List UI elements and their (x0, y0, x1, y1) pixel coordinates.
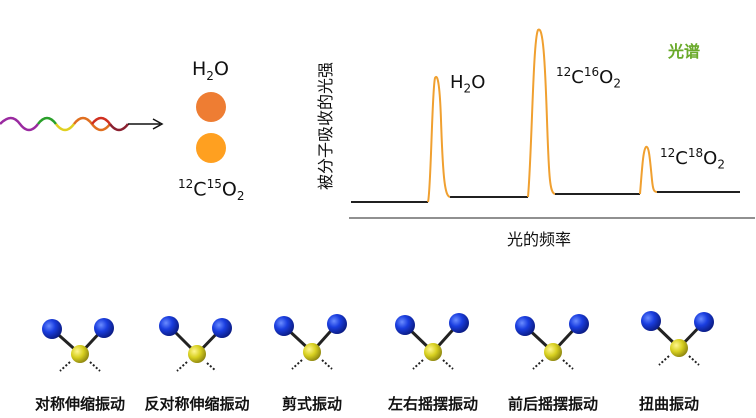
vibration-modes (42, 311, 714, 372)
vibration-mode-0 (42, 318, 114, 372)
vibration-mode-4 (515, 314, 589, 370)
vibration-mode-3 (395, 313, 469, 370)
motion-arrow-0 (291, 359, 303, 370)
center-atom (670, 339, 688, 357)
center-atom (544, 343, 562, 361)
motion-arrow-1 (688, 355, 700, 366)
light-wave (0, 116, 164, 132)
spectrum-y-label: 被分子吸收的光强 (316, 61, 335, 190)
motion-arrow-1 (206, 362, 217, 372)
peak-label-c12o18: 12C18O2 (660, 146, 725, 172)
mode-label-scissoring: 剪式振动 (281, 395, 343, 413)
spectrum-x-label: 光的频率 (507, 230, 572, 249)
motion-arrow-0 (532, 359, 544, 370)
peak-label-h2o: H2O (450, 72, 486, 96)
water-molecule-circle (196, 92, 226, 122)
outer-atom-left (159, 316, 179, 336)
co2-label: 12C15O2 (178, 177, 245, 204)
outer-atom-right (327, 314, 347, 334)
mode-label-twisting: 扭曲振动 (638, 395, 700, 413)
center-atom (424, 343, 442, 361)
peak-label-c12o16: 12C16O2 (556, 65, 621, 91)
motion-arrow-0 (412, 359, 424, 370)
motion-arrow-1 (562, 359, 574, 370)
vibration-mode-1 (159, 316, 232, 372)
outer-atom-left (42, 319, 62, 339)
spectrum-peak-0 (427, 75, 451, 203)
spectrum-trace (351, 28, 740, 203)
center-atom (71, 345, 89, 363)
motion-arrow-0 (176, 361, 188, 372)
center-atom (303, 343, 321, 361)
water-label: H2O (192, 58, 229, 83)
motion-arrow-0 (59, 361, 71, 372)
center-atom (188, 345, 206, 363)
outer-atom-left (515, 316, 535, 336)
outer-atom-right (212, 318, 232, 338)
motion-arrow-1 (442, 359, 454, 370)
mode-label-rocking: 左右摇摆振动 (387, 395, 479, 413)
outer-atom-right (94, 318, 114, 338)
motion-arrow-0 (658, 355, 670, 366)
outer-atom-right (694, 312, 714, 332)
vibration-mode-2 (274, 314, 347, 370)
vibration-mode-5 (641, 311, 714, 366)
spectrum-peak-1 (527, 28, 556, 198)
co2-molecule-circle (196, 133, 226, 163)
outer-atom-right (569, 314, 589, 334)
outer-atom-left (274, 316, 294, 336)
mode-label-antisymmetric-stretch: 反对称伸缩振动 (144, 395, 250, 413)
motion-arrow-1 (89, 361, 101, 372)
outer-atom-right (449, 313, 469, 333)
spectrum-title: 光谱 (668, 42, 701, 61)
mode-label-wagging: 前后摇摆振动 (507, 395, 599, 413)
outer-atom-left (641, 311, 661, 331)
spectrum-peak-2 (639, 145, 658, 195)
motion-arrow-1 (321, 359, 333, 370)
outer-atom-left (395, 315, 415, 335)
mode-label-symmetric-stretch: 对称伸缩振动 (34, 395, 126, 413)
arrow-head-icon (152, 118, 164, 130)
